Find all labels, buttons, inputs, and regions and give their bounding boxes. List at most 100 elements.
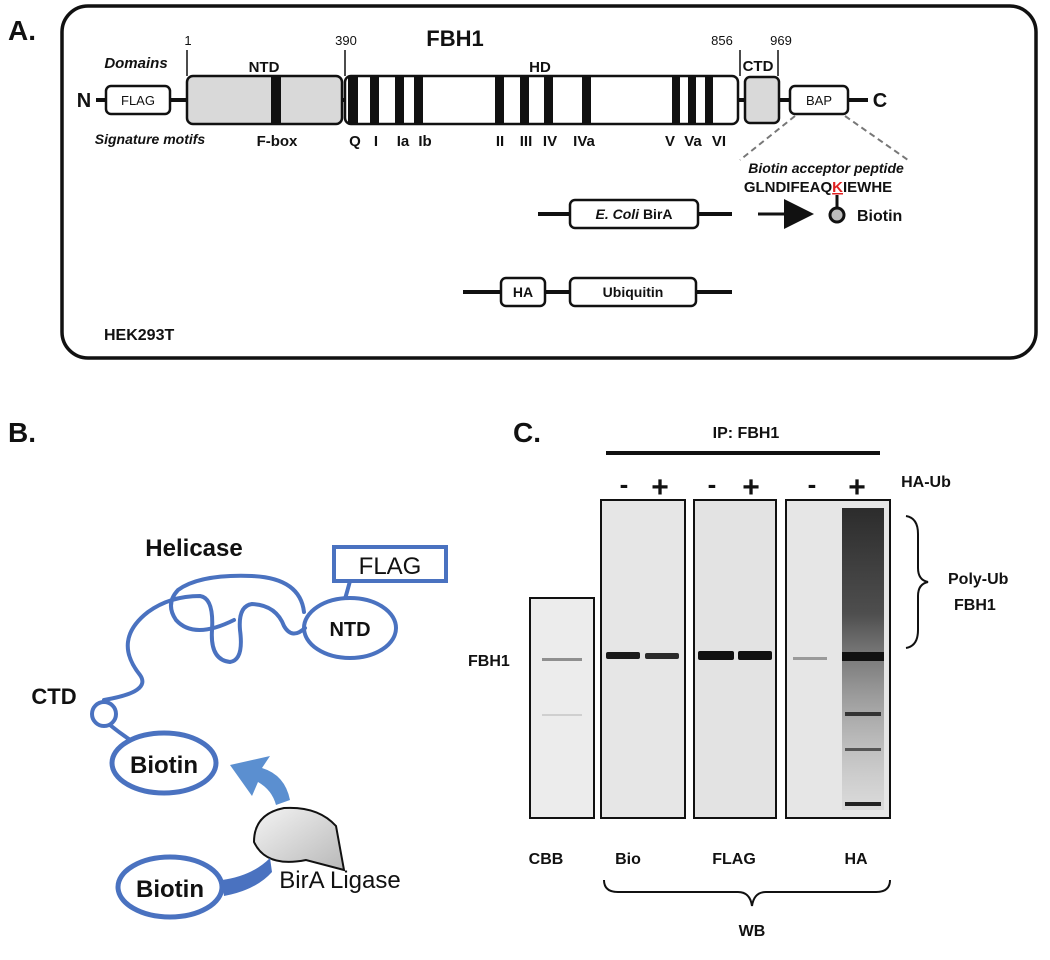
motif-ia: Ia: [397, 133, 410, 150]
lane-sign-2: +: [651, 471, 669, 504]
ha-ladder-band-2: [845, 748, 881, 751]
motif-va: Va: [684, 133, 702, 150]
ctd-domain: [743, 75, 781, 125]
panel-c: C. IP: FBH1 - + - + - + HA-Ub FBH1: [468, 417, 1009, 940]
c-terminus: C: [873, 90, 887, 112]
ha-band-minus: [793, 657, 827, 660]
ubiquitin-label: Ubiquitin: [603, 284, 664, 300]
bio-band-plus: [645, 653, 679, 659]
bap-zoom-line-left: [739, 115, 796, 161]
biotin-label: Biotin: [857, 208, 902, 225]
ctd-circle: [90, 700, 118, 728]
motif-bar-iv: [544, 76, 553, 124]
blot-label-cbb: CBB: [529, 851, 564, 868]
position-390: 390: [335, 33, 357, 48]
ha-band-plus: [842, 652, 884, 661]
motif-iv: IV: [543, 133, 557, 150]
bira-name: BirA: [643, 206, 673, 222]
panel-a-label: A.: [8, 15, 36, 46]
motif-labels: F-box Q I Ia Ib II III IV IVa V Va VI: [257, 133, 727, 150]
motif-iva: IVa: [573, 133, 595, 150]
motif-iii: III: [520, 133, 533, 150]
fbh1-marker-label: FBH1: [468, 653, 510, 670]
ha-ub-label: HA-Ub: [901, 474, 951, 491]
free-biotin-label: Biotin: [136, 876, 204, 903]
helicase-backbone: [102, 593, 307, 702]
bira-box: [568, 198, 700, 230]
flag-tag-box: [104, 84, 172, 116]
bira-species: E. Coli: [595, 206, 640, 222]
blot-label-ha: HA: [844, 851, 868, 868]
ctd-label: CTD: [31, 684, 76, 709]
motif-fbox: F-box: [257, 133, 298, 150]
ha-label: HA: [513, 284, 533, 300]
panel-a: A. FBH1 Domains 1 390 856 969 NTD HD CTD…: [8, 4, 1038, 360]
bio-band-minus: [606, 652, 640, 659]
motif-bar-i: [370, 76, 379, 124]
bap-zoom-line-right: [844, 115, 909, 161]
motif-bar-iva: [582, 76, 591, 124]
n-terminus: N: [77, 90, 91, 112]
motif-i: I: [374, 133, 378, 150]
ubiquitin-box: [568, 276, 698, 308]
motif-bar-ia: [395, 76, 404, 124]
fbox-motif-bar: [271, 76, 281, 124]
ntd-domain: [185, 74, 344, 126]
ha-box: [499, 276, 547, 308]
bira-label: E. Coli BirA: [595, 206, 672, 222]
peptide-suffix: IEWHE: [843, 179, 892, 196]
flag-band-minus: [698, 651, 734, 660]
lane-sign-1: -: [620, 469, 629, 499]
wb-label: WB: [739, 923, 766, 940]
flag-tag-label: FLAG: [121, 93, 155, 108]
biotin-ball: [828, 206, 846, 224]
poly-ub-brace: [905, 515, 929, 649]
poly-ub-label-line1: Poly-Ub: [948, 571, 1009, 588]
motif-q: Q: [349, 133, 361, 150]
flag-box: [332, 545, 448, 583]
ntd-ellipse-label: NTD: [329, 619, 370, 641]
lane-sign-4: +: [742, 471, 760, 504]
helicase-motif-bars: [348, 76, 713, 124]
flag-box-label: FLAG: [359, 553, 422, 580]
free-biotin-arrow: [222, 858, 272, 896]
biotinylation-site: K: [832, 179, 843, 196]
ha-ladder-band-1: [845, 712, 881, 716]
ip-label: IP: FBH1: [713, 425, 780, 442]
motif-v: V: [665, 133, 675, 150]
domains-label: Domains: [104, 55, 167, 72]
bound-biotin-ellipse: [109, 730, 219, 796]
motif-ii: II: [496, 133, 504, 150]
motifs-label: Signature motifs: [95, 131, 206, 147]
bound-biotin-label: Biotin: [130, 752, 198, 779]
bap-tag-label: BAP: [806, 93, 832, 108]
position-969: 969: [770, 33, 792, 48]
blot-label-flag: FLAG: [712, 851, 756, 868]
blot-label-bio: Bio: [615, 851, 641, 868]
cbb-band: [542, 658, 582, 661]
helicase-label: Helicase: [145, 535, 242, 562]
motif-bar-ib: [414, 76, 423, 124]
motif-bar-iii: [520, 76, 529, 124]
panel-b: B. Helicase FLAG NTD CTD Biotin BirA Lig…: [8, 417, 448, 920]
motif-bar-q: [348, 76, 358, 124]
position-856: 856: [711, 33, 733, 48]
free-biotin-ellipse: [115, 854, 225, 920]
domain-ctd-label: CTD: [743, 58, 774, 75]
flag-band-plus: [738, 651, 772, 660]
bap-title: Biotin acceptor peptide: [748, 160, 904, 176]
peptide-prefix: GLNDIFEAQ: [744, 179, 833, 196]
protein-title: FBH1: [426, 26, 483, 51]
bap-tag-box: [788, 84, 850, 116]
biotinylation-arrow: [230, 756, 290, 805]
panel-c-label: C.: [513, 417, 541, 448]
motif-bar-ii: [495, 76, 504, 124]
motif-bar-v: [672, 76, 680, 124]
motif-bar-va: [688, 76, 696, 124]
domain-ntd-label: NTD: [249, 59, 280, 76]
bira-ligase-shape: [252, 806, 346, 872]
position-1: 1: [184, 33, 191, 48]
bira-ligase-label: BirA Ligase: [279, 867, 400, 894]
domain-hd-label: HD: [529, 59, 551, 76]
